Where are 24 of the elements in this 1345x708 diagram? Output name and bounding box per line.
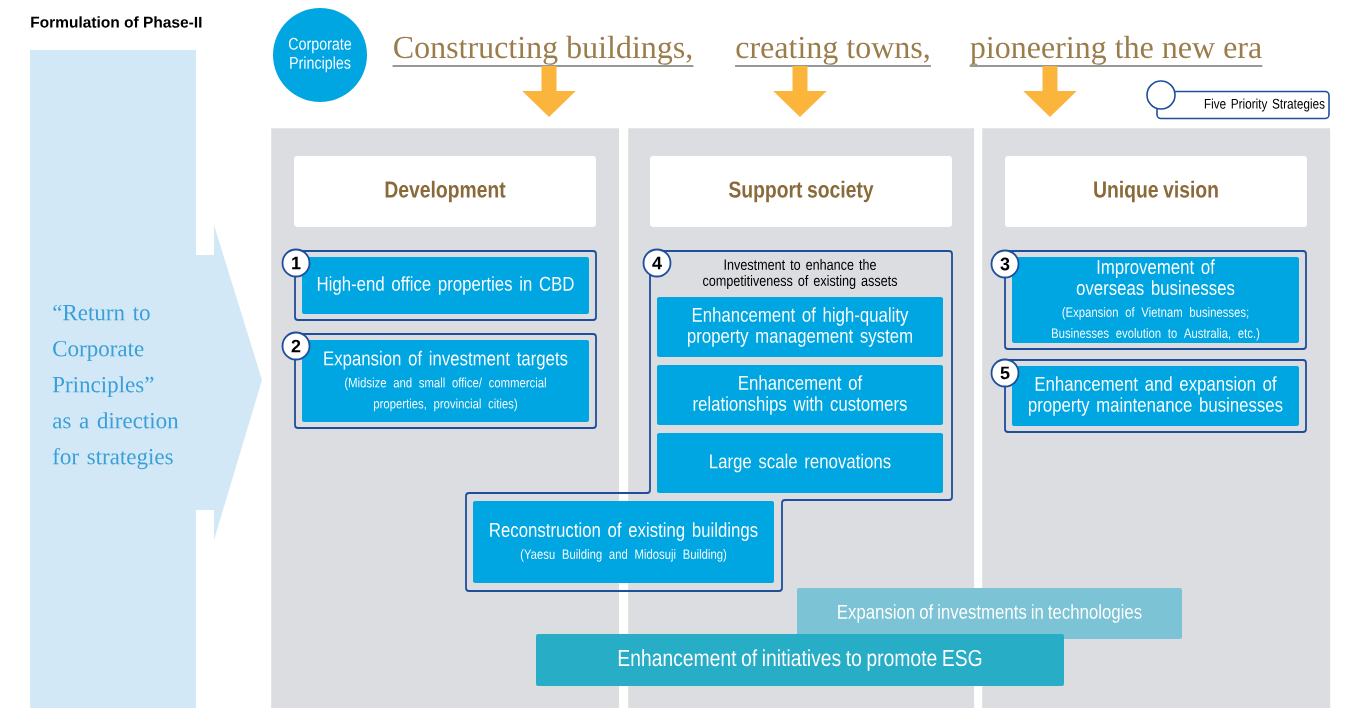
initiative-bar: Expansion of investments in technologies (797, 588, 1182, 639)
heading-box: Support society (650, 156, 952, 227)
heading-box: Development (294, 156, 596, 227)
strategy-box: Reconstruction of existing buildings (Yaesu Building and Midosuji Building) (473, 501, 774, 583)
title: Formulation of Phase-II (31, 16, 202, 28)
number-badge: 2 (281, 331, 311, 361)
initiative-bar: Enhancement of initiatives to promote ESG (536, 634, 1064, 686)
strategy-box: Enhancement of high-quality property management system (657, 297, 943, 357)
strategy-box: Expansion of investment targets (Midsize and small office/ commercial properties, provincial cities) (302, 340, 589, 422)
number-badge: 1 (281, 248, 311, 278)
slogan: creating towns, (734, 36, 932, 67)
strategy-tag: Five Priority Strategies (1146, 80, 1330, 120)
slogan: Constructing buildings, (392, 35, 694, 67)
strategy-box: Large scale renovations (657, 433, 943, 493)
strategy-box: High-end office properties in CBD (302, 257, 589, 314)
number-badge: 5 (990, 358, 1020, 388)
heading-box: Unique vision (1005, 156, 1307, 227)
group-heading: Investment to enhance the competitiveness of existing assets (703, 259, 897, 289)
strategy-box: Enhancement of relationships with customers (657, 365, 943, 425)
number-badge: 3 (990, 249, 1020, 279)
strategy-box: Enhancement and expansion of property maintenance businesses (1012, 366, 1299, 426)
strategy-box: Improvement of overseas businesses (Expansion of Vietnam businesses; Businesses evolution to Australia, etc.) (1012, 257, 1299, 343)
slogan: pioneering the new era (969, 35, 1263, 67)
number-badge: 4 (642, 248, 672, 278)
